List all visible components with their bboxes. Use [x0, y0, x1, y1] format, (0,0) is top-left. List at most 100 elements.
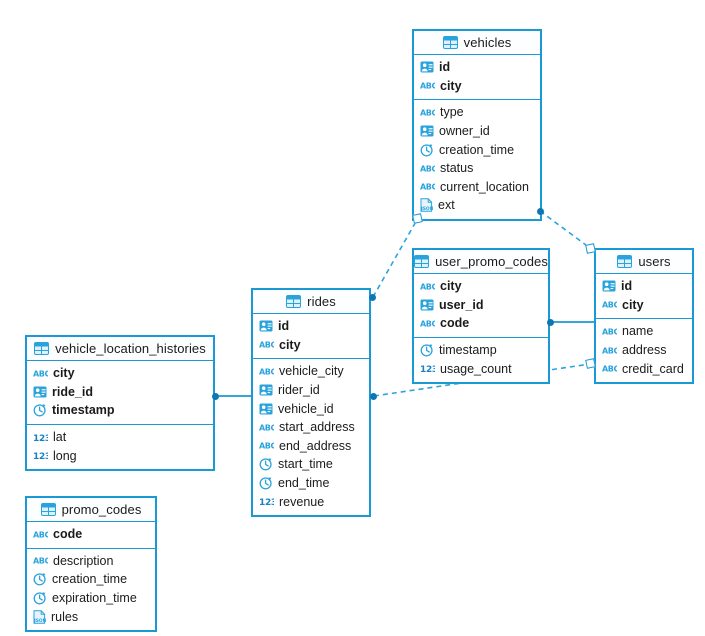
svg-text:123: 123 — [420, 365, 435, 374]
field-row[interactable]: 123long — [27, 446, 213, 465]
abc-icon: ABC — [420, 80, 435, 91]
svg-text:ABC: ABC — [33, 369, 48, 378]
field-name: ext — [438, 198, 455, 213]
key-card-icon — [602, 280, 616, 292]
field-row[interactable]: creation_time — [414, 140, 540, 159]
field-row[interactable]: ABC code — [27, 525, 155, 544]
field-row[interactable]: creation_time — [27, 570, 155, 589]
field-row[interactable]: user_id — [414, 296, 548, 315]
field-name: id — [621, 279, 633, 294]
table-header-rides[interactable]: rides — [253, 290, 369, 314]
columns-vehicle_location_histories: 123lat123long — [27, 425, 213, 469]
field-row[interactable]: ABC city — [414, 277, 548, 296]
table-header-users[interactable]: users — [596, 250, 692, 274]
clock-icon — [420, 343, 434, 357]
field-row[interactable]: expiration_time — [27, 589, 155, 608]
number-icon: 123 — [33, 450, 48, 461]
field-name: city — [440, 279, 462, 294]
svg-text:ABC: ABC — [259, 368, 274, 377]
table-header-user_promo_codes[interactable]: user_promo_codes — [414, 250, 548, 274]
svg-text:ABC: ABC — [420, 282, 435, 291]
key-card-icon — [259, 403, 273, 415]
key-card-icon — [420, 125, 434, 137]
abc-icon: ABC — [33, 529, 48, 540]
field-name: status — [440, 161, 474, 176]
field-row[interactable]: 123 revenue — [253, 492, 369, 511]
field-name: description — [53, 553, 114, 568]
number-icon: 123 — [259, 496, 274, 507]
field-row[interactable]: ABC status — [414, 159, 540, 178]
field-name: timestamp — [52, 403, 115, 418]
svg-text:ABC: ABC — [259, 341, 274, 350]
field-row[interactable]: id — [596, 277, 692, 296]
table-icon — [34, 342, 50, 355]
field-name: end_time — [278, 476, 330, 491]
abc-icon: ABC — [420, 163, 435, 174]
field-row[interactable]: timestamp — [414, 341, 548, 360]
table-header-vehicle_location_histories[interactable]: vehicle_location_histories — [27, 337, 213, 361]
field-name: revenue — [279, 494, 325, 509]
field-row[interactable]: ride_id — [27, 383, 213, 402]
field-row[interactable]: end_time — [253, 474, 369, 493]
field-row[interactable]: timestamp — [27, 401, 213, 420]
field-row[interactable]: id — [253, 317, 369, 336]
abc-icon: ABC — [420, 318, 435, 329]
edge-endpoint-dot-promo-users — [547, 318, 554, 326]
field-name: city — [622, 297, 644, 312]
json-icon: JSON — [33, 609, 46, 624]
edge-endpoint-square-vehicles-rides — [412, 213, 423, 224]
table-header-promo_codes[interactable]: promo_codes — [27, 498, 155, 522]
abc-icon: ABC — [602, 363, 617, 374]
field-row[interactable]: JSON rules — [27, 607, 155, 626]
svg-text:ABC: ABC — [420, 164, 435, 173]
abc-icon: ABC — [602, 345, 617, 356]
field-name: code — [53, 527, 83, 542]
field-row[interactable]: ABC credit_card — [596, 359, 692, 378]
field-row[interactable]: owner_id — [414, 122, 540, 141]
field-name: current_location — [440, 179, 529, 194]
svg-text:ABC: ABC — [602, 365, 617, 374]
field-row[interactable]: start_time — [253, 455, 369, 474]
svg-text:123: 123 — [33, 452, 48, 461]
field-name: expiration_time — [52, 591, 137, 606]
field-row[interactable]: id — [414, 58, 540, 77]
key-card-icon — [259, 384, 273, 396]
field-row[interactable]: 123usage_count — [414, 359, 548, 378]
table-title: vehicle_location_histories — [55, 341, 206, 356]
field-name: rules — [51, 609, 79, 624]
field-name: id — [278, 319, 290, 334]
table-title: rides — [307, 294, 336, 309]
field-row[interactable]: vehicle_id — [253, 399, 369, 418]
field-row[interactable]: rider_id — [253, 381, 369, 400]
edge-endpoint-dot-vlh-rides — [212, 392, 219, 400]
field-name: credit_card — [622, 361, 684, 376]
table-header-vehicles[interactable]: vehicles — [414, 31, 540, 55]
clock-icon — [33, 591, 47, 605]
field-row[interactable]: 123lat — [27, 428, 213, 447]
